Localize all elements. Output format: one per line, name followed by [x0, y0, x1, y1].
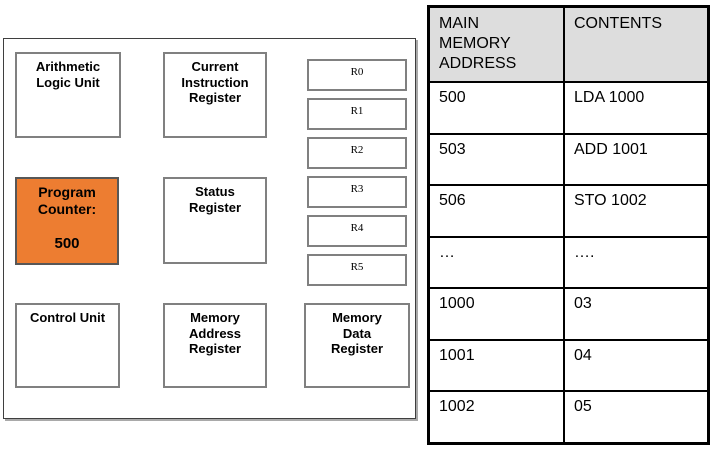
address-cell: 503 [430, 134, 565, 185]
contents-cell: STO 1002 [574, 192, 647, 210]
register-r2-label: R2 [350, 144, 364, 156]
address-cell: 506 [430, 186, 565, 236]
control-unit-label: Control Unit [29, 310, 106, 325]
current-instruction-register-box: Current Instruction Register [163, 52, 267, 138]
memory-data-register-box: Memory Data Register [304, 303, 410, 388]
contents-cell: 05 [574, 398, 592, 416]
address-cell: 500 [430, 83, 565, 133]
table-row-ellipsis: … …. [430, 235, 707, 288]
memory-address-register-label: Memory Address Register [188, 310, 242, 357]
register-r1: R1 [307, 98, 407, 130]
table-row: 1000 03 [430, 287, 707, 339]
program-counter-label: Program Counter: [37, 184, 97, 217]
contents-cell: LDA 1000 [574, 89, 645, 106]
register-r0: R0 [307, 59, 407, 91]
address-cell: 1000 [430, 289, 565, 339]
program-counter-box: Program Counter: 500 [15, 177, 119, 265]
register-r3: R3 [307, 176, 407, 208]
register-r4-label: R4 [350, 222, 364, 234]
register-r3-label: R3 [350, 183, 364, 195]
address-cell: … [430, 237, 565, 288]
arithmetic-logic-unit-label: Arithmetic Logic Unit [35, 59, 101, 90]
memory-address-register-box: Memory Address Register [163, 303, 267, 388]
register-r1-label: R1 [350, 105, 364, 117]
table-row: 503 ADD 1001 [430, 132, 707, 185]
register-r5: R5 [307, 254, 407, 286]
address-cell: 1002 [430, 392, 565, 443]
contents-cell: …. [574, 243, 595, 261]
memory-data-register-label: Memory Data Register [330, 310, 384, 357]
main-memory-table: MAIN MEMORY ADDRESS CONTENTS 500 LDA 100… [427, 5, 710, 445]
current-instruction-register-label: Current Instruction Register [181, 59, 249, 106]
table-row: 506 STO 1002 [430, 184, 707, 236]
cpu-diagram: Arithmetic Logic Unit Current Instructio… [3, 38, 416, 419]
table-row: 500 LDA 1000 [430, 81, 707, 133]
status-register-box: Status Register [163, 177, 267, 264]
contents-cell: ADD 1001 [574, 140, 648, 158]
register-r5-label: R5 [350, 261, 364, 273]
register-r2: R2 [307, 137, 407, 169]
table-header-contents: CONTENTS [574, 15, 662, 32]
table-row: 1001 04 [430, 338, 707, 391]
program-counter-value: 500 [54, 234, 80, 252]
control-unit-box: Control Unit [15, 303, 120, 388]
table-header-address: MAIN MEMORY ADDRESS [430, 8, 565, 81]
address-cell: 1001 [430, 340, 565, 391]
table-header-row: MAIN MEMORY ADDRESS CONTENTS [430, 8, 707, 81]
arithmetic-logic-unit-box: Arithmetic Logic Unit [15, 52, 121, 138]
contents-cell: 04 [574, 346, 592, 364]
table-row: 1002 05 [430, 390, 707, 443]
status-register-label: Status Register [188, 184, 242, 215]
register-r0-label: R0 [350, 66, 364, 78]
register-r4: R4 [307, 215, 407, 247]
contents-cell: 03 [574, 295, 592, 313]
